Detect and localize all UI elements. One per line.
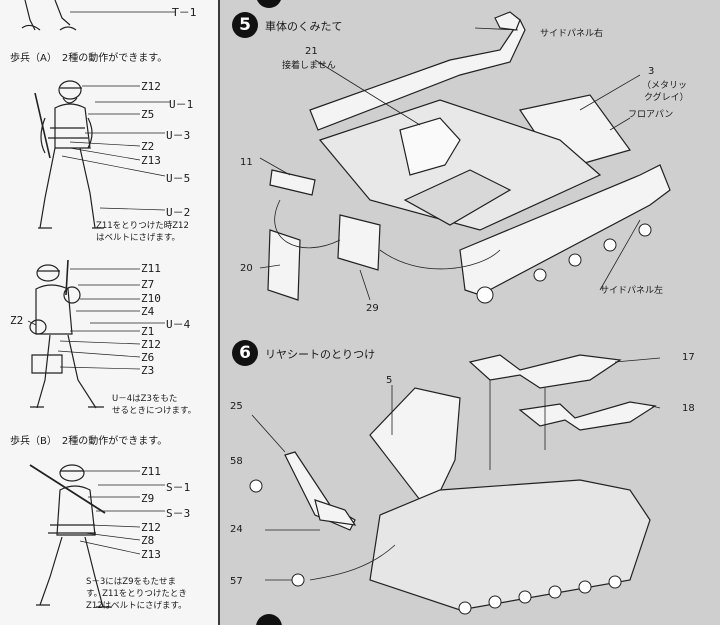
fig3-label-5: Z8 [141, 534, 155, 547]
label-part-5: 5 [386, 375, 393, 386]
fig1-label-0: Z12 [141, 80, 161, 93]
fig2-label-0: Z11 [141, 262, 161, 275]
fig1-label-1: U－1 [169, 98, 194, 111]
label-part-25: 25 [230, 401, 243, 412]
fig2-label-5: Z1 [141, 325, 155, 338]
fig2-note-line2: せるときにつけます。 [112, 406, 197, 416]
fig1-label-6: U－5 [166, 172, 191, 185]
step4-badge-partial [256, 0, 282, 8]
label-part-29: 29 [366, 303, 379, 314]
fig1-label-7: U－2 [166, 206, 191, 219]
soldier-figure-c [29, 464, 165, 608]
label-part-11: 11 [240, 157, 253, 168]
assembly-steps-column: 5 車体のくみたて [220, 0, 720, 625]
step6-title: リヤシートのとりつけ [265, 348, 376, 361]
fig1-note-line2: はベルトにさげます。 [96, 233, 180, 243]
fig3-note-line2: す。Z11をとりつけたとき [86, 589, 187, 599]
fig1-label-2: Z5 [141, 108, 155, 121]
step7-badge-partial [256, 614, 282, 625]
fig1-label-5: Z13 [141, 154, 161, 167]
label-part-20: 20 [240, 263, 253, 274]
step5-title: 車体のくみたて [265, 20, 343, 33]
label-part-58: 58 [230, 456, 243, 467]
label-part-57: 57 [230, 576, 243, 587]
fig1-label-4: Z2 [141, 140, 155, 153]
label-part-24: 24 [230, 524, 243, 535]
fig3-label-0: Z11 [141, 465, 161, 478]
fig3-label-2: Z9 [141, 492, 155, 505]
fig3-note-line3: Z12はベルトにさげます。 [86, 601, 187, 611]
fig2-label-2: Z10 [141, 292, 161, 305]
label-part-3: 3 [648, 66, 655, 77]
label-part-21: 21 [305, 46, 318, 57]
fig2-label-1: Z7 [141, 278, 155, 291]
soldier-figure-a [34, 80, 170, 229]
label-floor-pan: フロアパン [628, 110, 674, 120]
label-glue-note: 接着しません [282, 61, 336, 71]
fig2-note-line1: U－4はZ3をもた [112, 394, 178, 404]
fig3-label-4: Z12 [141, 521, 161, 534]
fig2-label-7: Z6 [141, 351, 155, 364]
fig1-note-line1: Z11をとりつけた時Z12 [96, 221, 189, 231]
label-part-17: 17 [682, 352, 695, 363]
step6-badge: 6 [232, 340, 258, 366]
fig2-label-8: Z3 [141, 364, 155, 377]
label-color-note-1: （メタリッ [642, 81, 688, 91]
label-part-18: 18 [682, 403, 695, 414]
label-color-note-2: クグレイ） [644, 93, 689, 103]
fig3-note-line1: S－3にはZ9をもたせま [86, 577, 177, 587]
label-side-panel-left: サイドパネル左 [600, 286, 664, 296]
fig3-label-3: S－3 [166, 507, 191, 520]
label-side-panel-right: サイドパネル右 [540, 29, 604, 39]
fig3-label-1: S－1 [166, 481, 191, 494]
fig1-label-3: U－3 [166, 129, 191, 142]
fig2-label-3: Z4 [141, 305, 155, 318]
step5-badge: 5 [232, 12, 258, 38]
column-divider [218, 0, 220, 625]
soldier-figure-b [27, 259, 165, 409]
step5-vehicle-drawing [259, 11, 671, 304]
fig2-left-label: Z2 [10, 314, 24, 327]
fig2-label-4: U－4 [166, 318, 191, 331]
soldier-top-partial [21, 0, 175, 31]
fig3-label-6: Z13 [141, 548, 161, 561]
figures-column: T－1 歩兵（A） 2種の動作ができます。 [0, 0, 218, 625]
fig2-label-6: Z12 [141, 338, 161, 351]
section-b-title: 歩兵（B） 2種の動作ができます。 [10, 436, 168, 447]
label-t1: T－1 [172, 6, 197, 19]
section-a-title: 歩兵（A） 2種の動作ができます。 [10, 53, 168, 64]
step6-rear-seat-drawing [249, 354, 661, 615]
